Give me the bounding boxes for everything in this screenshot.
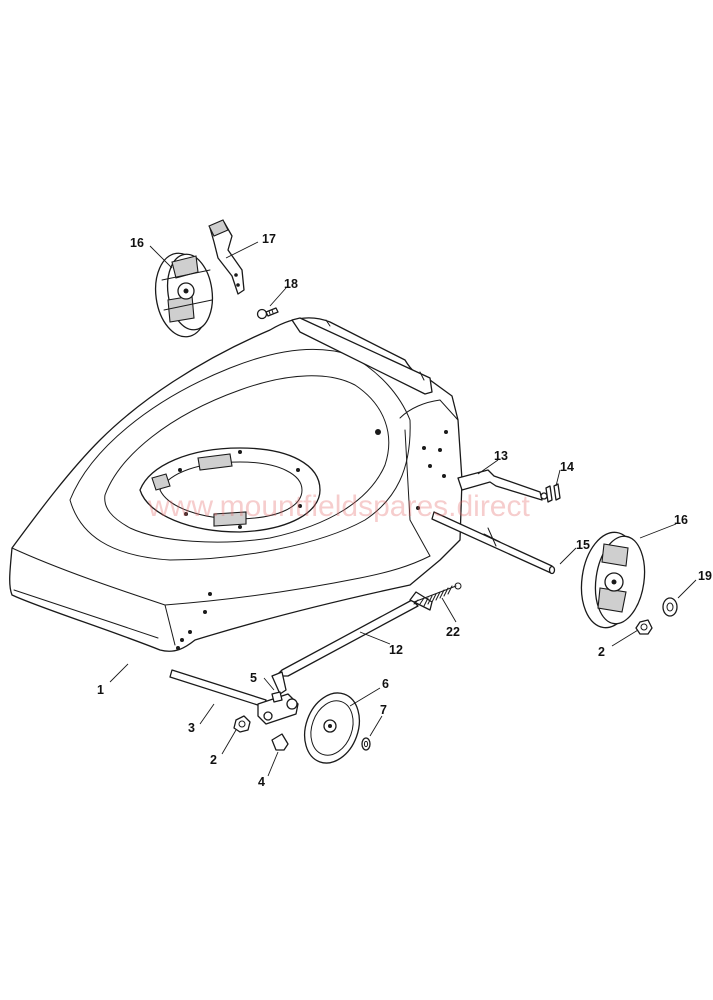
callout-17: 17	[262, 232, 276, 246]
bracket-5	[257, 691, 299, 725]
callout-19: 19	[698, 569, 712, 583]
watermark-text: www.mountfieldspares.direct	[147, 490, 530, 523]
callout-16-right: 16	[674, 513, 688, 527]
callout-15: 15	[576, 538, 590, 552]
washer-19	[662, 597, 678, 617]
screw-18	[256, 307, 279, 320]
callout-18: 18	[284, 277, 298, 291]
callout-6: 6	[382, 677, 389, 691]
height-adjust-lever-17	[208, 219, 245, 295]
rear-wheel-cover-16-top	[154, 252, 214, 338]
callout-7: 7	[380, 703, 387, 717]
callout-14: 14	[560, 460, 574, 474]
callout-16-top: 16	[130, 236, 144, 250]
callout-2-right: 2	[598, 645, 605, 659]
washer-7	[361, 737, 371, 751]
wheel-6	[303, 692, 361, 764]
leader-lines	[109, 241, 697, 777]
rear-wheel-cover-16-right	[580, 531, 646, 629]
callout-12: 12	[389, 643, 403, 657]
callout-4: 4	[258, 775, 265, 789]
screw-4	[271, 733, 289, 751]
callout-13: 13	[494, 449, 508, 463]
spring-22	[413, 582, 462, 607]
callout-2-front: 2	[210, 753, 217, 767]
callout-1: 1	[97, 683, 104, 697]
mower-deck-1	[9, 317, 463, 652]
rear-axle-rod-15	[431, 511, 556, 575]
nut-2-right	[635, 619, 653, 635]
nut-2-front	[233, 715, 251, 733]
pin-14	[545, 483, 561, 503]
callout-3: 3	[188, 721, 195, 735]
callout-5: 5	[250, 671, 257, 685]
callout-22: 22	[446, 625, 460, 639]
